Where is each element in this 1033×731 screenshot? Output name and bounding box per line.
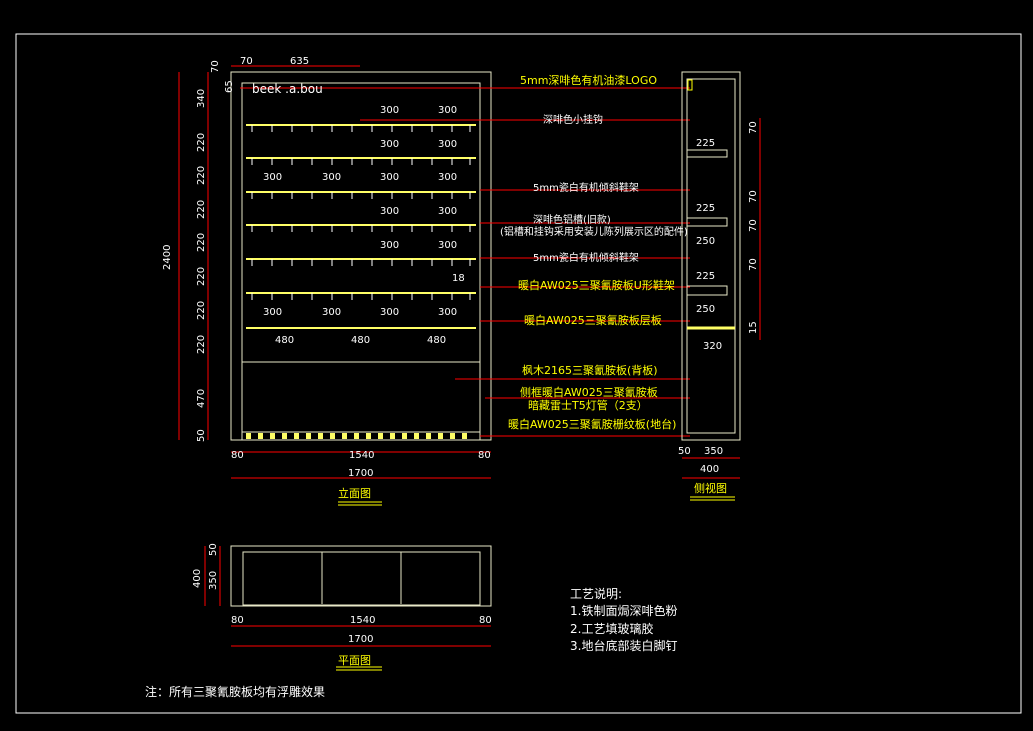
shelf-dim: 300 — [263, 307, 282, 318]
shelf-rails — [246, 124, 476, 329]
left-dim-3: 220 — [196, 133, 207, 152]
callout-2: 5mm瓷白有机倾斜鞋架 — [533, 181, 639, 194]
side-dim: 225 — [696, 203, 715, 214]
shelf-dim: 300 — [438, 139, 457, 150]
shelf-gap-dim: 18 — [452, 273, 465, 284]
shelf-dim: 300 — [322, 307, 341, 318]
side-bottom-a: 50 — [678, 446, 691, 457]
callout-0: 5mm深啡色有机油漆LOGO — [520, 73, 657, 87]
plan-bottom-left: 80 — [231, 615, 244, 626]
elevation-dimensions — [178, 65, 690, 479]
logo-text: beek .a.bou — [252, 82, 323, 96]
callout-11: 暖白AW025三聚氰胺栅纹板(地台) — [508, 417, 676, 431]
side-bottom-b: 350 — [704, 446, 723, 457]
side-dim: 250 — [696, 236, 715, 247]
shelf-dim: 300 — [380, 172, 399, 183]
bottom-dim-total: 1700 — [348, 468, 373, 479]
shelf-dim: 300 — [380, 105, 399, 116]
elevation-title: 立面图 — [338, 486, 371, 500]
shelf-dim: 300 — [380, 240, 399, 251]
side-dim: 225 — [696, 138, 715, 149]
callout-5: 5mm瓷白有机倾斜鞋架 — [533, 251, 639, 264]
plan-bottom-total: 1700 — [348, 634, 373, 645]
callout-10: 暗藏雷士T5灯管（2支） — [528, 398, 648, 412]
callout-3: 深啡色铝槽(旧款) — [533, 213, 611, 226]
note-item-1: 1.铁制面焗深啡色粉 — [570, 603, 677, 618]
left-dim-2: 340 — [196, 89, 207, 108]
left-dim-10: 470 — [196, 389, 207, 408]
sheet-border — [15, 33, 1022, 714]
side-view-title: 侧视图 — [694, 481, 727, 495]
left-dim-8: 220 — [196, 301, 207, 320]
shelf-dim: 300 — [438, 172, 457, 183]
left-dim-11: 50 — [196, 429, 207, 442]
side-right-dim: 15 — [748, 321, 759, 334]
callout-4: (铝槽和挂钩采用安装儿陈列展示区的配件) — [500, 225, 688, 238]
title-underlines — [336, 496, 735, 671]
footer-note: 注：所有三聚氰胺板均有浮雕效果 — [145, 684, 325, 699]
notes-heading: 工艺说明: — [570, 586, 622, 601]
callout-1: 深啡色小挂钩 — [543, 113, 603, 126]
side-dim: 225 — [696, 271, 715, 282]
cabinet-inner — [241, 82, 481, 441]
side-right-dim: 70 — [748, 190, 759, 203]
shelf-dim: 300 — [322, 172, 341, 183]
callout-9: 侧框暖白AW025三聚氰胺板 — [520, 385, 658, 399]
bottom-dim-left: 80 — [231, 450, 244, 461]
plinth-grille — [246, 433, 467, 439]
plan-left-a: 50 — [208, 543, 219, 556]
shelf-dim: 480 — [427, 335, 446, 346]
shelf-dim: 300 — [263, 172, 282, 183]
bottom-dim-right: 80 — [478, 450, 491, 461]
side-right-dim: 70 — [748, 258, 759, 271]
shelf-dim: 300 — [438, 240, 457, 251]
shelf-dim: 480 — [351, 335, 370, 346]
plan-bottom-right: 80 — [479, 615, 492, 626]
left-dim-6: 220 — [196, 233, 207, 252]
shelf-dim: 300 — [380, 206, 399, 217]
shelf-dim: 480 — [275, 335, 294, 346]
plan-title: 平面图 — [338, 654, 371, 667]
callout-8: 枫木2165三聚氰胺板(背板) — [522, 363, 658, 377]
overall-height: 2400 — [162, 245, 173, 270]
side-dim: 250 — [696, 304, 715, 315]
shelf-dim: 300 — [438, 105, 457, 116]
left-dim-5: 220 — [196, 200, 207, 219]
top-dim-2: 635 — [290, 56, 309, 67]
left-dim-1: 65 — [224, 80, 235, 93]
note-item-3: 3.地台底部装白脚钉 — [570, 638, 677, 653]
plan-left-b: 350 — [208, 571, 219, 590]
callout-7: 暖白AW025三聚氰胺板层板 — [524, 313, 662, 327]
left-dim-4: 220 — [196, 166, 207, 185]
side-view — [681, 71, 741, 441]
left-dim-7: 220 — [196, 267, 207, 286]
note-item-2: 2.工艺填玻璃胶 — [570, 621, 653, 636]
shelf-dim: 300 — [438, 206, 457, 217]
shelf-dim: 300 — [380, 307, 399, 318]
plan-dimensions — [204, 546, 491, 647]
side-dim: 320 — [703, 341, 722, 352]
shelf-dim: 300 — [438, 307, 457, 318]
left-dim-0: 70 — [210, 60, 221, 73]
hook-marks — [251, 125, 471, 300]
plan-view — [230, 545, 492, 607]
top-dim-1: 70 — [240, 56, 253, 67]
callout-6: 暖白AW025三聚氰胺板U形鞋架 — [518, 278, 675, 292]
side-right-dim: 70 — [748, 121, 759, 134]
left-dim-9: 220 — [196, 335, 207, 354]
side-right-dim: 70 — [748, 219, 759, 232]
elevation-view — [230, 71, 492, 441]
shelf-dim: 300 — [380, 139, 399, 150]
plan-left-total: 400 — [192, 569, 203, 588]
bottom-dim-mid: 1540 — [349, 450, 374, 461]
plan-bottom-mid: 1540 — [350, 615, 375, 626]
side-dimensions — [682, 118, 761, 479]
side-bottom-total: 400 — [700, 464, 719, 475]
